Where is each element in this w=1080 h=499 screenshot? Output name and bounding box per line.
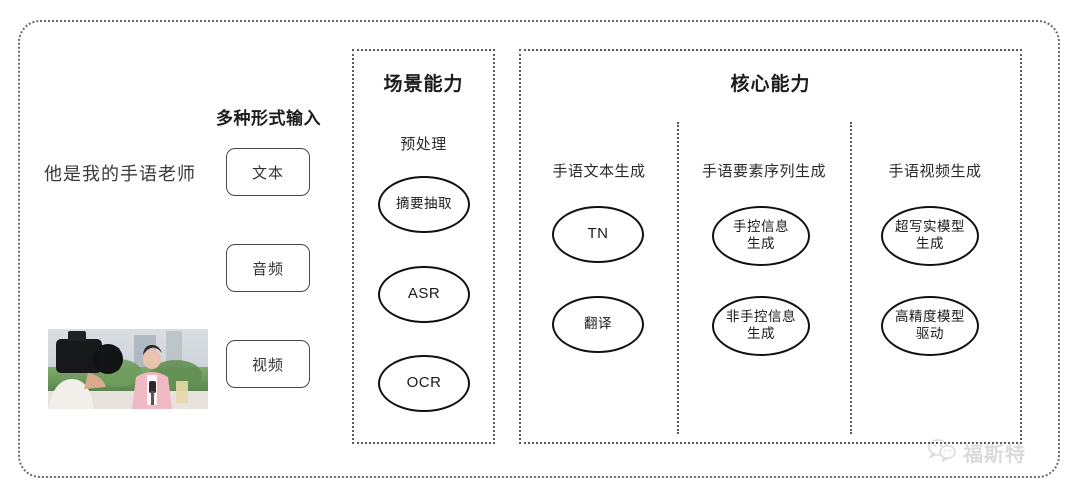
modality-label-video: 视频 xyxy=(251,356,284,374)
node-label: 翻译 xyxy=(584,316,612,332)
modality-box-text[interactable]: 文本 xyxy=(226,148,310,196)
node-label: 手控信息 生成 xyxy=(733,219,789,253)
modality-label-text: 文本 xyxy=(251,164,284,182)
watermark: 福斯特 xyxy=(928,438,1026,467)
wechat-icon xyxy=(928,438,956,467)
node-tn[interactable]: TN xyxy=(552,206,644,263)
modality-box-video[interactable]: 视频 xyxy=(226,340,310,388)
core-divider-1 xyxy=(677,122,679,434)
node-label-line1: 非手控信息 xyxy=(726,309,796,325)
outer-dotted-frame xyxy=(18,20,1060,478)
node-hyperrealistic-model-generation[interactable]: 超写实模型 生成 xyxy=(881,206,979,266)
node-ocr[interactable]: OCR xyxy=(378,355,470,412)
scene-column-label-preprocess: 预处理 xyxy=(400,136,447,153)
node-asr[interactable]: ASR xyxy=(378,266,470,323)
input-sentence-text: 他是我的手语老师 xyxy=(44,164,196,184)
core-column-label-element-sequence: 手语要素序列生成 xyxy=(701,163,826,180)
node-manual-info-generation[interactable]: 手控信息 生成 xyxy=(712,206,810,266)
core-column-label-text-generation: 手语文本生成 xyxy=(552,163,646,180)
node-label-line2: 生成 xyxy=(916,236,944,251)
node-label: TN xyxy=(587,225,609,243)
node-non-manual-info-generation[interactable]: 非手控信息 生成 xyxy=(712,296,810,356)
node-label-line1: 手控信息 xyxy=(733,219,789,235)
node-translation[interactable]: 翻译 xyxy=(552,296,644,353)
node-label: OCR xyxy=(406,374,442,392)
core-capability-group: 核心能力 xyxy=(519,49,1022,444)
video-thumbnail-image xyxy=(48,329,208,409)
core-column-label-video-generation: 手语视频生成 xyxy=(888,163,982,180)
watermark-text: 福斯特 xyxy=(963,444,1026,466)
node-label-line2: 驱动 xyxy=(916,326,944,341)
node-label-line2: 生成 xyxy=(747,236,775,251)
node-label: 非手控信息 生成 xyxy=(726,309,796,343)
scene-capability-title: 场景能力 xyxy=(383,74,464,95)
scene-capability-group: 场景能力 预处理 xyxy=(352,49,495,444)
core-capability-title: 核心能力 xyxy=(730,74,811,95)
core-divider-2 xyxy=(850,122,852,434)
node-label-line2: 生成 xyxy=(747,326,775,341)
input-section-header: 多种形式输入 xyxy=(216,109,321,128)
modality-label-audio: 音频 xyxy=(251,260,284,278)
node-label-line1: 超写实模型 xyxy=(895,219,965,235)
node-high-precision-model-driving[interactable]: 高精度模型 驱动 xyxy=(881,296,979,356)
modality-box-audio[interactable]: 音频 xyxy=(226,244,310,292)
node-label: ASR xyxy=(407,285,441,303)
node-label: 摘要抽取 xyxy=(396,196,452,212)
audio-waveform-icon xyxy=(32,236,218,302)
node-label: 高精度模型 驱动 xyxy=(895,309,965,343)
node-label: 超写实模型 生成 xyxy=(895,219,965,253)
node-summary-extraction[interactable]: 摘要抽取 xyxy=(378,176,470,233)
node-label-line1: 高精度模型 xyxy=(895,309,965,325)
